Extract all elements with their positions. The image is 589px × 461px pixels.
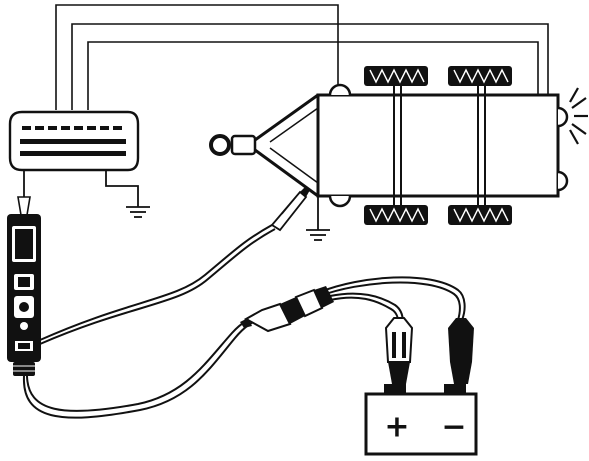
fuse-holder-icon bbox=[240, 286, 334, 333]
lamp-icon bbox=[569, 87, 588, 145]
trailer-icon bbox=[209, 83, 569, 208]
alligator-clip-icon bbox=[270, 186, 310, 232]
probe-tip bbox=[17, 170, 31, 216]
trailer-ground-icon bbox=[306, 196, 330, 241]
alligator-clip-icon bbox=[384, 317, 474, 384]
battery-positive-label: + bbox=[384, 410, 409, 445]
connector-icon bbox=[8, 110, 140, 172]
ground-icon bbox=[105, 170, 150, 218]
tire-icon bbox=[364, 66, 512, 225]
battery-negative-label: − bbox=[441, 410, 466, 445]
battery-leads bbox=[319, 276, 466, 329]
probe-test-lead bbox=[39, 224, 276, 345]
probe-tester-icon bbox=[7, 214, 41, 376]
probe-cable bbox=[22, 313, 263, 419]
battery-icon: + − bbox=[364, 384, 478, 456]
